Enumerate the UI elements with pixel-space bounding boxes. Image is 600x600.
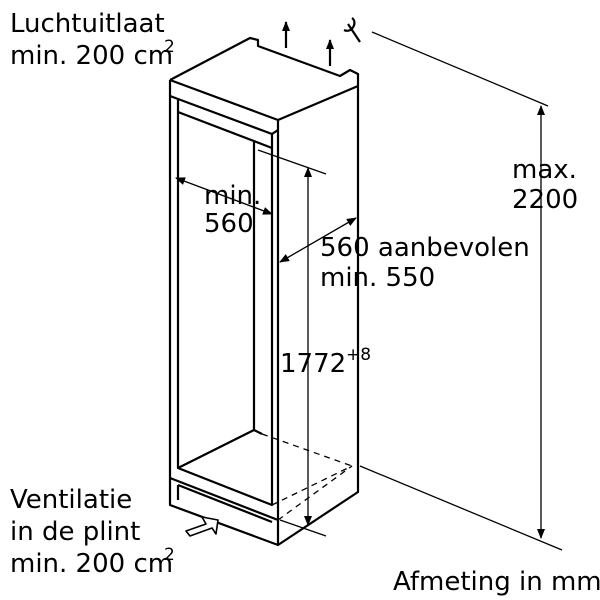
width-label-line2: min. 550 — [320, 263, 435, 293]
air-outlet-label-sup: 2 — [164, 37, 175, 57]
width-label-line1: 560 aanbevolen — [320, 233, 530, 263]
air-outlet-label-line2: min. 200 cm — [10, 41, 173, 71]
units-note: Afmeting in mm — [393, 567, 600, 597]
ventilation-label-line3: min. 200 cm — [10, 549, 173, 579]
niche-height-tolerance: +8 — [346, 345, 371, 365]
niche-height-label: 1772 — [280, 349, 346, 379]
ventilation-label-sup: 2 — [164, 545, 175, 565]
ventilation-label-line1: Ventilatie — [10, 485, 132, 515]
ventilation-arrow — [185, 516, 219, 537]
ventilation-label-line2: in de plint — [10, 517, 140, 547]
depth-label-line1: min. — [204, 181, 261, 211]
depth-label-line2: 560 — [204, 209, 254, 239]
max-height-label-line1: max. — [512, 155, 577, 185]
air-outlet-label-line1: Luchtuitlaat — [10, 9, 165, 39]
air-outlet-arrows — [282, 17, 361, 66]
wall-breakout-symbol — [343, 17, 361, 43]
dimension-lines — [175, 31, 563, 551]
labels: Luchtuitlaat min. 200 cm 2 min. 560 560 … — [10, 9, 600, 597]
max-height-label-line2: 2200 — [512, 185, 578, 215]
